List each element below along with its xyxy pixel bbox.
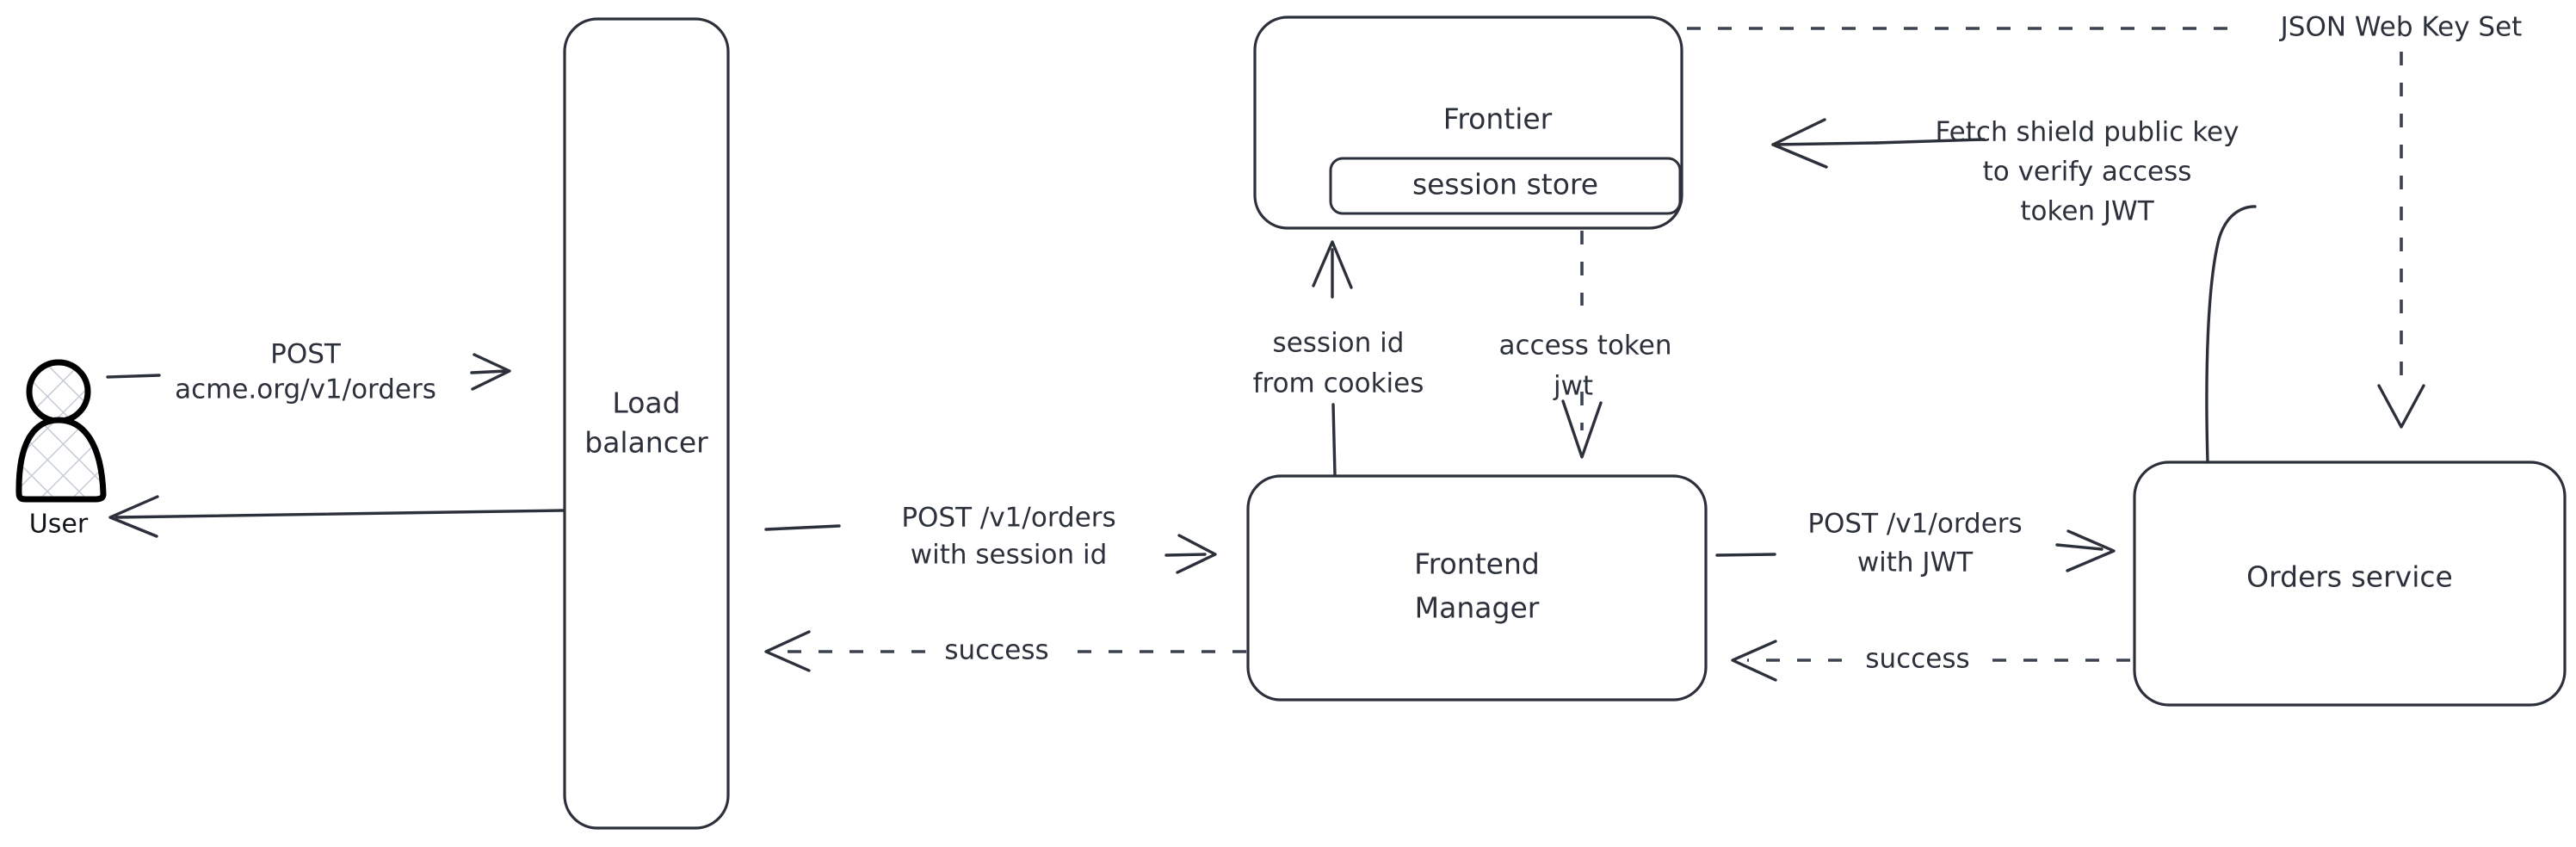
edge-fm-to-orders-line-b xyxy=(2055,543,2103,551)
person-icon-head xyxy=(26,359,91,424)
edge-lb-to-user-arrowhead xyxy=(108,495,159,538)
edge-frontier-to-orders-jwks-arrowhead xyxy=(2377,384,2425,429)
node-session-store[interactable]: session store xyxy=(1329,157,1682,215)
person-icon-body xyxy=(15,417,107,503)
node-frontier[interactable]: Frontier session store xyxy=(1253,15,1683,230)
user-actor[interactable]: User xyxy=(15,359,107,540)
edge-orders-to-frontier-fetch-line xyxy=(1875,138,1986,145)
node-orders-service[interactable]: Orders service xyxy=(2133,461,2567,707)
edge-frontier-to-fm[interactable]: access token jwt xyxy=(1498,231,1672,459)
node-frontend-manager-shape xyxy=(1246,474,1708,702)
node-orders-service-label: Orders service xyxy=(2246,560,2453,594)
node-orders-service-shape xyxy=(2133,461,2567,707)
edge-orders-to-frontier-fetch-label-line3: token JWT xyxy=(2020,196,2154,227)
edge-orders-to-frontier-fetch-curve xyxy=(2205,205,2257,464)
edge-lb-to-user[interactable] xyxy=(108,495,565,538)
edge-orders-to-frontier-fetch-label-line2: to verify access xyxy=(1983,157,2192,188)
edge-fm-to-orders-line-a xyxy=(1715,553,1776,557)
edge-fm-to-orders[interactable]: POST /v1/orders with JWT xyxy=(1715,509,2116,578)
edge-fm-to-lb-success-label: success xyxy=(944,635,1048,666)
edge-orders-to-frontier-fetch[interactable]: Fetch shield public key to verify access… xyxy=(1771,117,2257,464)
edge-orders-to-fm-success[interactable]: success xyxy=(1731,640,2130,682)
edge-lb-to-fm-line-b xyxy=(1164,553,1207,557)
edge-user-to-lb-label-line2: acme.org/v1/orders xyxy=(175,374,436,405)
edge-frontier-to-fm-arrowhead xyxy=(1561,399,1603,459)
edge-fm-to-orders-label-line2: with JWT xyxy=(1857,547,1974,578)
edge-user-to-lb-line-a xyxy=(106,374,161,379)
node-frontend-manager-label-line1: Frontend xyxy=(1414,547,1540,581)
edge-lb-to-fm-line-a xyxy=(764,524,841,531)
edge-user-to-lb[interactable]: POST acme.org/v1/orders xyxy=(106,339,511,405)
node-load-balancer-shape xyxy=(563,17,730,830)
edge-lb-to-fm-label-line1: POST /v1/orders xyxy=(901,503,1115,534)
edge-lb-to-fm-label-line2: with session id xyxy=(911,540,1108,571)
edge-user-to-lb-line-b xyxy=(470,369,508,374)
edge-fm-to-orders-label-line1: POST /v1/orders xyxy=(1807,509,2022,540)
edge-fm-to-frontier-line-a xyxy=(1331,403,1337,477)
edge-fm-to-frontier-label-line2: from cookies xyxy=(1253,368,1424,399)
edge-orders-to-frontier-fetch-label-line1: Fetch shield public key xyxy=(1936,117,2239,148)
user-actor-label: User xyxy=(29,510,89,540)
node-frontend-manager[interactable]: Frontend Manager xyxy=(1246,474,1708,702)
edge-frontier-to-fm-label-line1: access token xyxy=(1498,331,1671,362)
edge-fm-to-orders-arrowhead xyxy=(2066,529,2116,572)
edge-fm-to-frontier-arrowhead xyxy=(1312,240,1353,289)
edge-lb-to-fm[interactable]: POST /v1/orders with session id xyxy=(764,503,1217,574)
edge-fm-to-frontier-label-line1: session id xyxy=(1273,328,1405,359)
edge-user-to-lb-label-line1: POST xyxy=(270,339,342,370)
edge-frontier-to-orders-jwks[interactable]: JSON Web Key Set xyxy=(1687,12,2523,429)
node-load-balancer-label-line2: balancer xyxy=(584,426,708,460)
edge-fm-to-lb-success-arrowhead xyxy=(764,630,811,672)
node-load-balancer[interactable]: Load balancer xyxy=(563,17,730,830)
edge-orders-to-frontier-fetch-line2 xyxy=(1771,141,1878,146)
edge-frontier-to-fm-label-line2: jwt xyxy=(1553,371,1593,402)
edge-lb-to-user-line xyxy=(114,509,565,519)
edge-frontier-to-orders-jwks-label: JSON Web Key Set xyxy=(2279,12,2523,43)
edge-orders-to-fm-success-arrowhead xyxy=(1731,640,1777,682)
edge-lb-to-fm-arrowhead xyxy=(1176,534,1217,574)
node-load-balancer-label-line1: Load xyxy=(612,386,680,420)
edge-orders-to-fm-success-label: success xyxy=(1865,644,1969,675)
node-frontend-manager-label-line2: Manager xyxy=(1415,591,1540,625)
edge-fm-to-frontier[interactable]: session id from cookies xyxy=(1253,240,1424,477)
edge-user-to-lb-arrowhead xyxy=(471,353,511,391)
edge-fm-to-lb-success[interactable]: success xyxy=(764,630,1246,672)
node-frontier-label: Frontier xyxy=(1443,102,1553,136)
node-session-store-shape xyxy=(1329,157,1682,215)
node-session-store-label: session store xyxy=(1412,168,1598,201)
